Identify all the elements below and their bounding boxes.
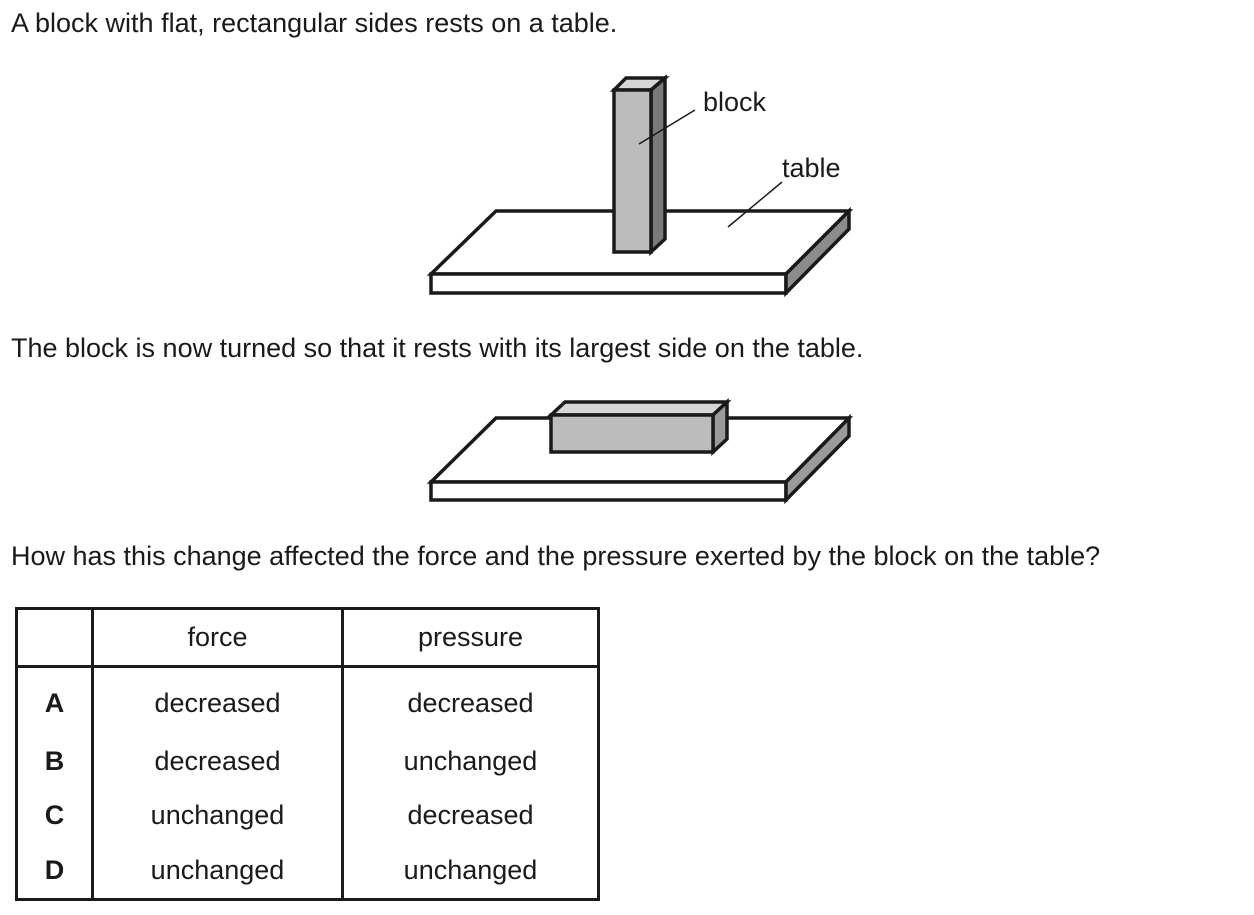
table-front [429, 272, 788, 295]
option-letter: B [16, 733, 94, 789]
option-letter: A [16, 666, 94, 734]
option-force: decreased [92, 733, 344, 789]
after-change-text: The block is now turned so that it rests… [11, 333, 864, 363]
answer-options-table: force pressure A decreased decreased B d… [15, 607, 600, 901]
option-letter: C [16, 788, 94, 843]
label-table: table [782, 153, 841, 183]
table-side [784, 413, 851, 505]
block-front [612, 88, 653, 254]
figure-block-upright [426, 74, 854, 298]
header-blank [16, 608, 94, 668]
table-front [429, 480, 788, 502]
option-force: unchanged [92, 842, 344, 900]
question-prompt: How has this change affected the force a… [11, 541, 1101, 571]
table-header-row: force pressure [16, 608, 599, 668]
label-block: block [703, 87, 767, 117]
option-row-a[interactable]: A decreased decreased [16, 666, 599, 734]
option-force: unchanged [92, 788, 344, 843]
table-side [784, 206, 851, 298]
option-pressure: decreased [407, 688, 534, 719]
block-side [649, 74, 667, 257]
option-row-b[interactable]: B decreased unchanged [16, 733, 599, 789]
option-pressure: decreased [407, 799, 534, 830]
option-force: decreased [92, 666, 344, 734]
option-pressure: unchanged [403, 745, 538, 776]
block-front [549, 413, 715, 454]
option-pressure: unchanged [403, 854, 538, 885]
block-top [546, 400, 732, 417]
figure-block-lying [426, 397, 854, 505]
table-leader-line [727, 181, 783, 228]
option-row-d[interactable]: D unchanged unchanged [16, 842, 599, 900]
header-pressure: pressure [342, 608, 599, 668]
block-leader-line [638, 109, 696, 145]
option-row-c[interactable]: C unchanged decreased [16, 788, 599, 843]
option-letter: D [16, 842, 94, 900]
intro-text: A block with flat, rectangular sides res… [11, 8, 618, 38]
header-force: force [92, 608, 344, 668]
